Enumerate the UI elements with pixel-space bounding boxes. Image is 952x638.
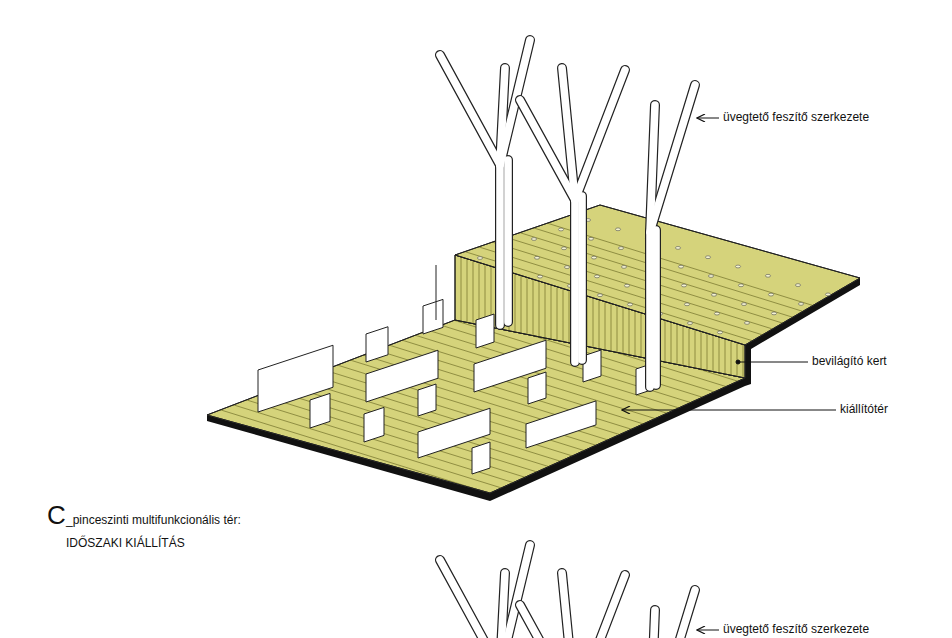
light-hole [477, 257, 482, 260]
tension-structure [650, 590, 695, 638]
leader-line [738, 362, 808, 363]
light-hole [558, 228, 563, 231]
light-hole [534, 256, 539, 259]
light-hole [741, 303, 746, 306]
light-hole [588, 237, 593, 240]
light-hole [561, 247, 566, 250]
exhibition-panel [310, 393, 330, 428]
leader-line [697, 118, 719, 119]
light-hole [624, 284, 629, 287]
light-hole [675, 247, 680, 250]
light-hole [681, 284, 686, 287]
light-hole [735, 265, 740, 268]
exhibition-panel [526, 401, 596, 448]
tension-structure [440, 40, 530, 325]
tension-structure [440, 545, 530, 638]
tension-structure [520, 68, 625, 362]
light-hole [771, 312, 776, 315]
light-hole [768, 293, 773, 296]
leader-line [697, 630, 719, 631]
tension-structure [520, 573, 625, 638]
light-hole [591, 256, 596, 259]
light-hole [594, 275, 599, 278]
light-hole [744, 322, 749, 325]
light-hole [597, 294, 602, 297]
light-hole [738, 284, 743, 287]
exhibition-panel [476, 314, 494, 348]
leader-dot [736, 360, 740, 364]
light-hole [621, 266, 626, 269]
exhibition-panel [418, 384, 436, 416]
light-hole [687, 322, 692, 325]
exhibition-panel [423, 299, 443, 334]
light-hole [795, 284, 800, 287]
light-hole [537, 275, 542, 278]
garden-platform-pattern [150, 100, 900, 638]
light-hole [684, 303, 689, 306]
callout-label: üvegtető feszítő szerkezete [723, 111, 869, 124]
section-subtitle: IDŐSZAKI KIÁLLÍTÁS [66, 537, 185, 550]
tension-structure [650, 85, 695, 387]
exhibition-panel [366, 327, 388, 362]
light-hole [618, 247, 623, 250]
callout-label: üvegtető feszítő szerkezete [723, 623, 869, 636]
exhibition-panel [528, 372, 546, 404]
light-hole [708, 275, 713, 278]
callout-label: kiállítótér [840, 403, 888, 416]
light-hole [717, 331, 722, 334]
exhibition-panel [364, 407, 384, 442]
light-hole [765, 274, 770, 277]
light-hole [705, 256, 710, 259]
light-hole [564, 266, 569, 269]
light-hole [615, 228, 620, 231]
light-hole [627, 303, 632, 306]
light-hole [711, 293, 716, 296]
section-letter: C [47, 501, 66, 530]
light-hole [714, 312, 719, 315]
light-hole [798, 303, 803, 306]
exhibition-panel [472, 442, 490, 474]
exhibition-floor-pattern [150, 100, 900, 638]
light-hole [531, 238, 536, 241]
light-hole [678, 265, 683, 268]
section-title: _pinceszinti multifunkcionális tér: [66, 514, 241, 527]
leader-line [622, 410, 836, 411]
callout-label: bevilágító kert [812, 355, 887, 368]
light-hole [825, 293, 830, 296]
